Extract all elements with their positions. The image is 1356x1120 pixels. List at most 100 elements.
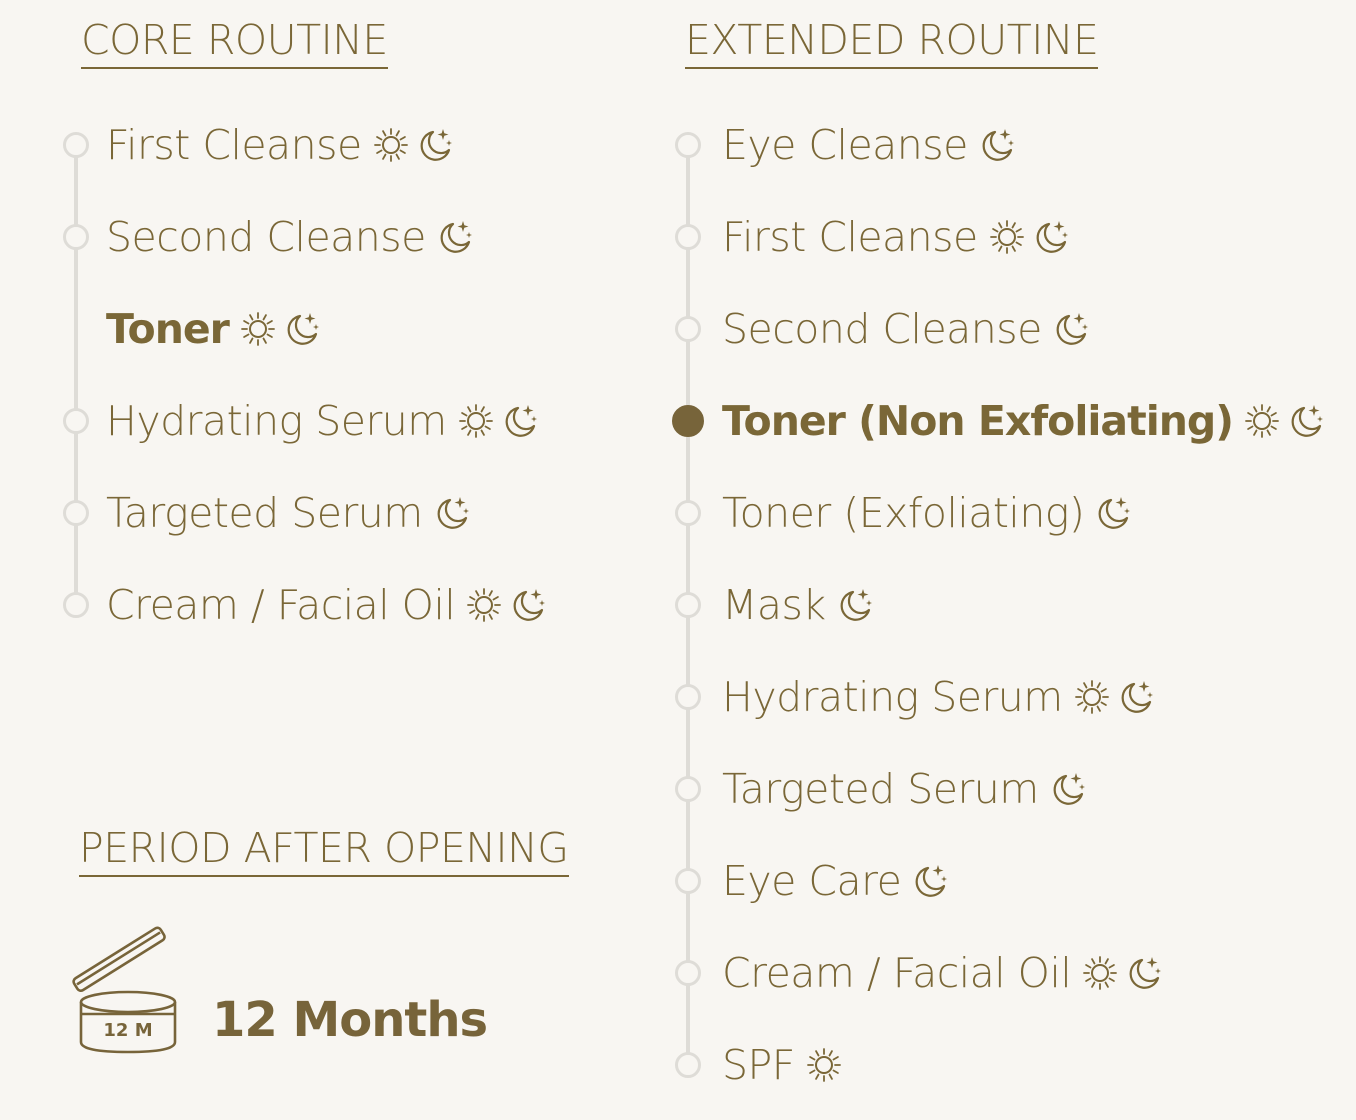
- time-of-day-icons: [1073, 678, 1155, 716]
- timeline-dot: [675, 868, 701, 894]
- sun-icon: [989, 220, 1024, 254]
- sun-icon: [241, 312, 275, 346]
- routine-step-label: First Cleanse: [722, 213, 978, 261]
- timeline-dot: [675, 500, 701, 526]
- moon-stars-icon: [1053, 773, 1085, 805]
- timeline-dot: [675, 592, 701, 618]
- routine-step[interactable]: Hydrating Serum: [722, 667, 1155, 727]
- open-jar-icon: 12 M: [66, 920, 186, 1064]
- routine-step-label: Eye Cleanse: [722, 121, 968, 169]
- routine-step-label: Toner (Non Exfoliating): [722, 397, 1234, 445]
- time-of-day-icons: [836, 586, 874, 624]
- time-of-day-icons: [465, 586, 547, 624]
- routine-step[interactable]: First Cleanse: [106, 115, 454, 175]
- time-of-day-icons: [1094, 494, 1132, 532]
- timeline-dot: [675, 776, 701, 802]
- routine-step-label: Targeted Serum: [722, 765, 1039, 813]
- time-of-day-icons: [372, 126, 454, 164]
- moon-stars-icon: [287, 313, 319, 345]
- routine-step-label: Targeted Serum: [106, 489, 423, 537]
- timeline-line: [74, 143, 78, 605]
- routine-step-label: First Cleanse: [106, 121, 362, 169]
- routine-step[interactable]: Second Cleanse: [722, 299, 1090, 359]
- sun-icon: [373, 128, 408, 162]
- routine-step-label: Toner: [106, 305, 230, 353]
- timeline-dot: [675, 316, 701, 342]
- routine-step[interactable]: Cream / Facial Oil: [106, 575, 547, 635]
- moon-stars-icon: [840, 589, 872, 621]
- moon-stars-icon: [1121, 681, 1153, 713]
- sun-icon: [467, 588, 502, 622]
- routine-step[interactable]: SPF: [722, 1035, 843, 1095]
- time-of-day-icons: [1052, 310, 1090, 348]
- routine-step-label: Toner (Exfoliating): [722, 489, 1085, 537]
- time-of-day-icons: [433, 494, 471, 532]
- routine-step-label: Mask: [722, 581, 826, 629]
- time-of-day-icons: [239, 310, 321, 348]
- timeline-dot: [675, 132, 701, 158]
- routine-step-label: Cream / Facial Oil: [722, 949, 1072, 997]
- time-of-day-icons: [1049, 770, 1087, 808]
- moon-stars-icon: [1291, 405, 1324, 437]
- timeline-dot: [63, 132, 89, 158]
- routine-step-label: Eye Care: [722, 857, 902, 905]
- moon-stars-icon: [915, 865, 948, 897]
- routine-step[interactable]: Toner (Non Exfoliating): [722, 391, 1325, 451]
- sun-icon: [806, 1048, 841, 1082]
- routine-step[interactable]: First Cleanse: [722, 207, 1070, 267]
- timeline-dot: [675, 960, 701, 986]
- moon-stars-icon: [1056, 313, 1088, 345]
- routine-step[interactable]: Targeted Serum: [106, 483, 471, 543]
- extended-routine-heading: EXTENDED ROUTINE: [685, 20, 1099, 69]
- sun-icon: [1074, 680, 1109, 714]
- sun-icon: [458, 404, 493, 438]
- sun-icon: [1083, 956, 1118, 990]
- moon-stars-icon: [420, 129, 452, 161]
- moon-stars-icon: [505, 405, 537, 437]
- moon-stars-icon: [982, 129, 1014, 161]
- moon-stars-icon: [440, 221, 472, 253]
- routine-step[interactable]: Second Cleanse: [106, 207, 474, 267]
- jar-label: 12 M: [103, 1020, 152, 1041]
- routine-step[interactable]: Toner (Exfoliating): [722, 483, 1132, 543]
- time-of-day-icons: [1081, 954, 1163, 992]
- moon-stars-icon: [1098, 497, 1131, 529]
- timeline-dot: [675, 684, 701, 710]
- routine-step-label: SPF: [722, 1041, 795, 1089]
- time-of-day-icons: [988, 218, 1070, 256]
- timeline-dot: [675, 224, 701, 250]
- routine-step-label: Hydrating Serum: [106, 397, 447, 445]
- timeline-dot: [63, 408, 89, 434]
- timeline-dot: [63, 592, 89, 618]
- moon-stars-icon: [1129, 957, 1162, 989]
- time-of-day-icons: [978, 126, 1016, 164]
- moon-stars-icon: [1036, 221, 1068, 253]
- routine-step[interactable]: Eye Cleanse: [722, 115, 1016, 175]
- period-after-opening-heading: PERIOD AFTER OPENING: [79, 828, 569, 877]
- routine-step-label: Second Cleanse: [106, 213, 426, 261]
- timeline-dot: [675, 1052, 701, 1078]
- timeline-dot: [63, 500, 89, 526]
- moon-stars-icon: [437, 497, 469, 529]
- routine-step-label: Cream / Facial Oil: [106, 581, 456, 629]
- moon-stars-icon: [513, 589, 546, 621]
- routine-step-label: Hydrating Serum: [722, 673, 1063, 721]
- core-routine-heading: CORE ROUTINE: [81, 20, 388, 69]
- time-of-day-icons: [805, 1046, 843, 1084]
- routine-step[interactable]: Hydrating Serum: [106, 391, 539, 451]
- time-of-day-icons: [436, 218, 474, 256]
- routine-step[interactable]: Targeted Serum: [722, 759, 1087, 819]
- period-after-opening-value: 12 Months: [212, 992, 488, 1048]
- sun-icon: [1245, 404, 1279, 438]
- routine-step[interactable]: Eye Care: [722, 851, 949, 911]
- timeline-dot: [63, 224, 89, 250]
- timeline-dot-active: [672, 405, 704, 437]
- time-of-day-icons: [911, 862, 949, 900]
- time-of-day-icons: [1243, 402, 1325, 440]
- routine-step-label: Second Cleanse: [722, 305, 1042, 353]
- routine-step[interactable]: Cream / Facial Oil: [722, 943, 1163, 1003]
- routine-step[interactable]: Mask: [722, 575, 874, 635]
- routine-step[interactable]: Toner: [106, 299, 321, 359]
